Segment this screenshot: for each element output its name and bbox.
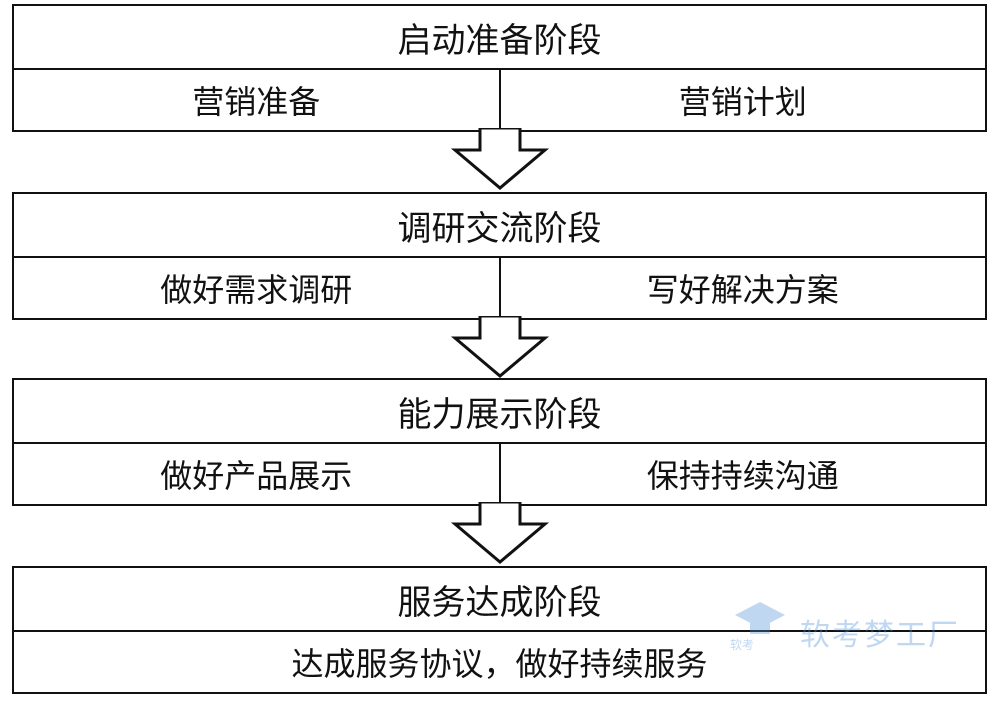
stage-right-cell: 保持持续沟通: [646, 457, 839, 495]
stage-body: 达成服务协议，做好持续服务: [14, 632, 985, 692]
down-arrow-icon: [450, 502, 550, 564]
stage-4: 服务达成阶段 达成服务协议，做好持续服务: [12, 566, 987, 694]
down-arrow-icon: [450, 316, 550, 378]
stage-left-cell: 做好需求调研: [14, 258, 501, 318]
stage-title: 服务达成阶段: [14, 568, 985, 632]
stage-body: 营销准备 营销计划: [14, 70, 985, 130]
stage-2: 调研交流阶段 做好需求调研 写好解决方案: [12, 192, 987, 320]
down-arrow-icon: [450, 128, 550, 190]
stage-3: 能力展示阶段 做好产品展示 保持持续沟通: [12, 378, 987, 506]
stage-left-cell: 营销准备: [14, 70, 501, 130]
stage-body: 做好产品展示 保持持续沟通: [14, 444, 985, 504]
stage-full-cell: 达成服务协议，做好持续服务: [291, 645, 708, 683]
stage-right-cell: 营销计划: [678, 83, 807, 121]
stage-title: 启动准备阶段: [14, 6, 985, 70]
stage-right-cell: 写好解决方案: [646, 271, 839, 309]
stage-left-cell: 做好产品展示: [14, 444, 501, 504]
stage-1: 启动准备阶段 营销准备 营销计划: [12, 4, 987, 132]
stage-title: 能力展示阶段: [14, 380, 985, 444]
stage-body: 做好需求调研 写好解决方案: [14, 258, 985, 318]
stage-title: 调研交流阶段: [14, 194, 985, 258]
